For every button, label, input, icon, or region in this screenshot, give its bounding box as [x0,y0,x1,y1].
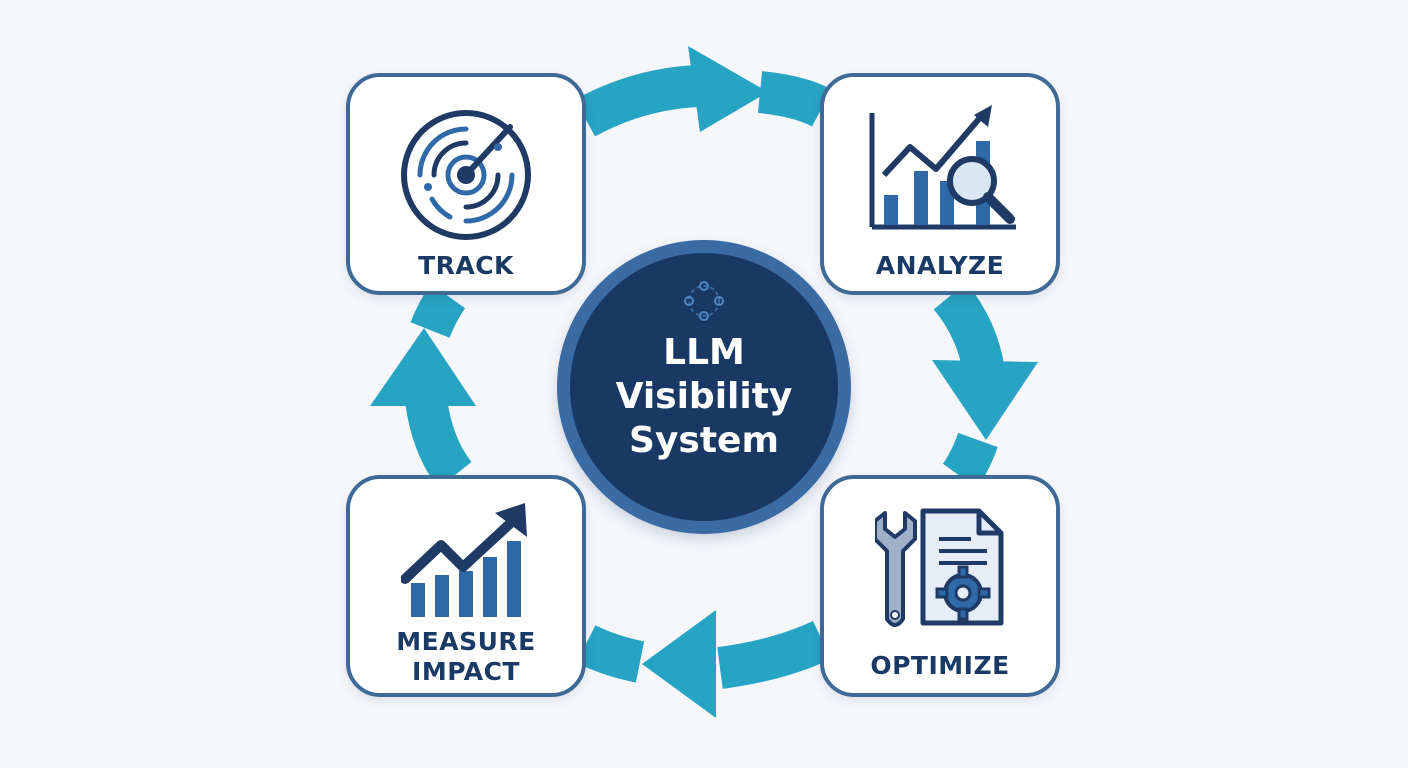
central-hub: LLM Visibility System [557,240,851,534]
arrow-head-up [370,328,476,406]
arrow-head-right [688,46,768,132]
stage-card-measure-impact: MEASURE IMPACT [346,475,586,697]
arrow-track-to-analyze-shaft [574,65,701,137]
arrow-analyze-to-optimize-tail [942,432,998,489]
arrow-track-to-analyze-tail [757,71,833,127]
arrow-head-left [642,610,716,718]
stage-label-measure-impact: MEASURE IMPACT [396,627,536,686]
stage-card-optimize: OPTIMIZE [820,475,1060,697]
stage-label-optimize: OPTIMIZE [870,651,1010,680]
stage-card-track: TRACK [346,73,586,295]
network-nodes-icon [684,281,724,321]
arrow-head-down [932,360,1038,440]
wrench-document-gear-icon [875,508,1004,627]
radar-icon [401,110,531,240]
arrow-measure-to-track-tail [410,283,466,338]
growth-chart-arrow-icon [401,503,527,617]
stage-label-analyze: ANALYZE [875,251,1005,280]
stage-label-track: TRACK [418,251,514,280]
hub-title: LLM Visibility System [615,332,793,461]
arrow-optimize-to-measure-shaft [717,620,832,689]
arrow-optimize-to-measure-tail [576,625,645,683]
arrow-measure-to-track-shaft [405,396,472,489]
stage-card-analyze: ANALYZE [820,73,1060,295]
chart-magnifier-icon [869,105,1016,230]
